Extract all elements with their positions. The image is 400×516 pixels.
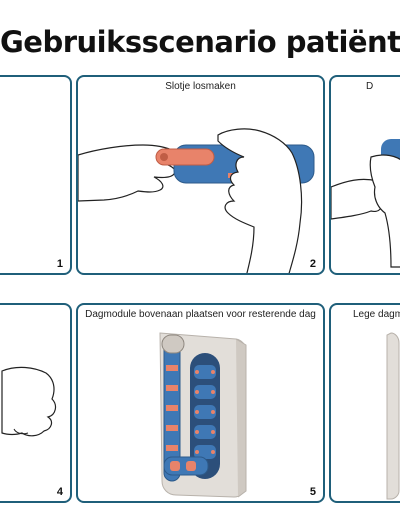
step-panel-1: 1 (0, 75, 72, 275)
step-caption: Dagmodule bovenaan plaatsen voor restere… (85, 309, 316, 320)
hand (1, 366, 57, 437)
step-panel-4: 4 (0, 303, 72, 503)
hand-illustration (1, 366, 57, 437)
top-cap (161, 334, 185, 354)
holder-illustration (159, 332, 247, 498)
step-panel-6: Lege dagm (329, 303, 400, 503)
empty-holder-illustration (386, 332, 400, 500)
step-caption: D (366, 81, 374, 92)
step-caption: Lege dagm (353, 309, 400, 320)
step-panel-3: D (329, 75, 400, 275)
step-number: 5 (309, 486, 316, 498)
step-caption: Slotje losmaken (165, 81, 236, 92)
step-number: 1 (56, 258, 63, 270)
hands-unlatch-illustration (78, 128, 315, 273)
step-number: 2 (309, 258, 316, 270)
page-title: Gebruiksscenario patiënt (0, 25, 400, 59)
right-hand (217, 128, 303, 273)
device-latch (155, 148, 215, 166)
hands-illustration (331, 139, 400, 268)
step-panel-2: Slotje losmaken 2 (76, 75, 325, 275)
step-number: 4 (56, 486, 63, 498)
step-panel-5: Dagmodule bovenaan plaatsen voor restere… (76, 303, 325, 503)
